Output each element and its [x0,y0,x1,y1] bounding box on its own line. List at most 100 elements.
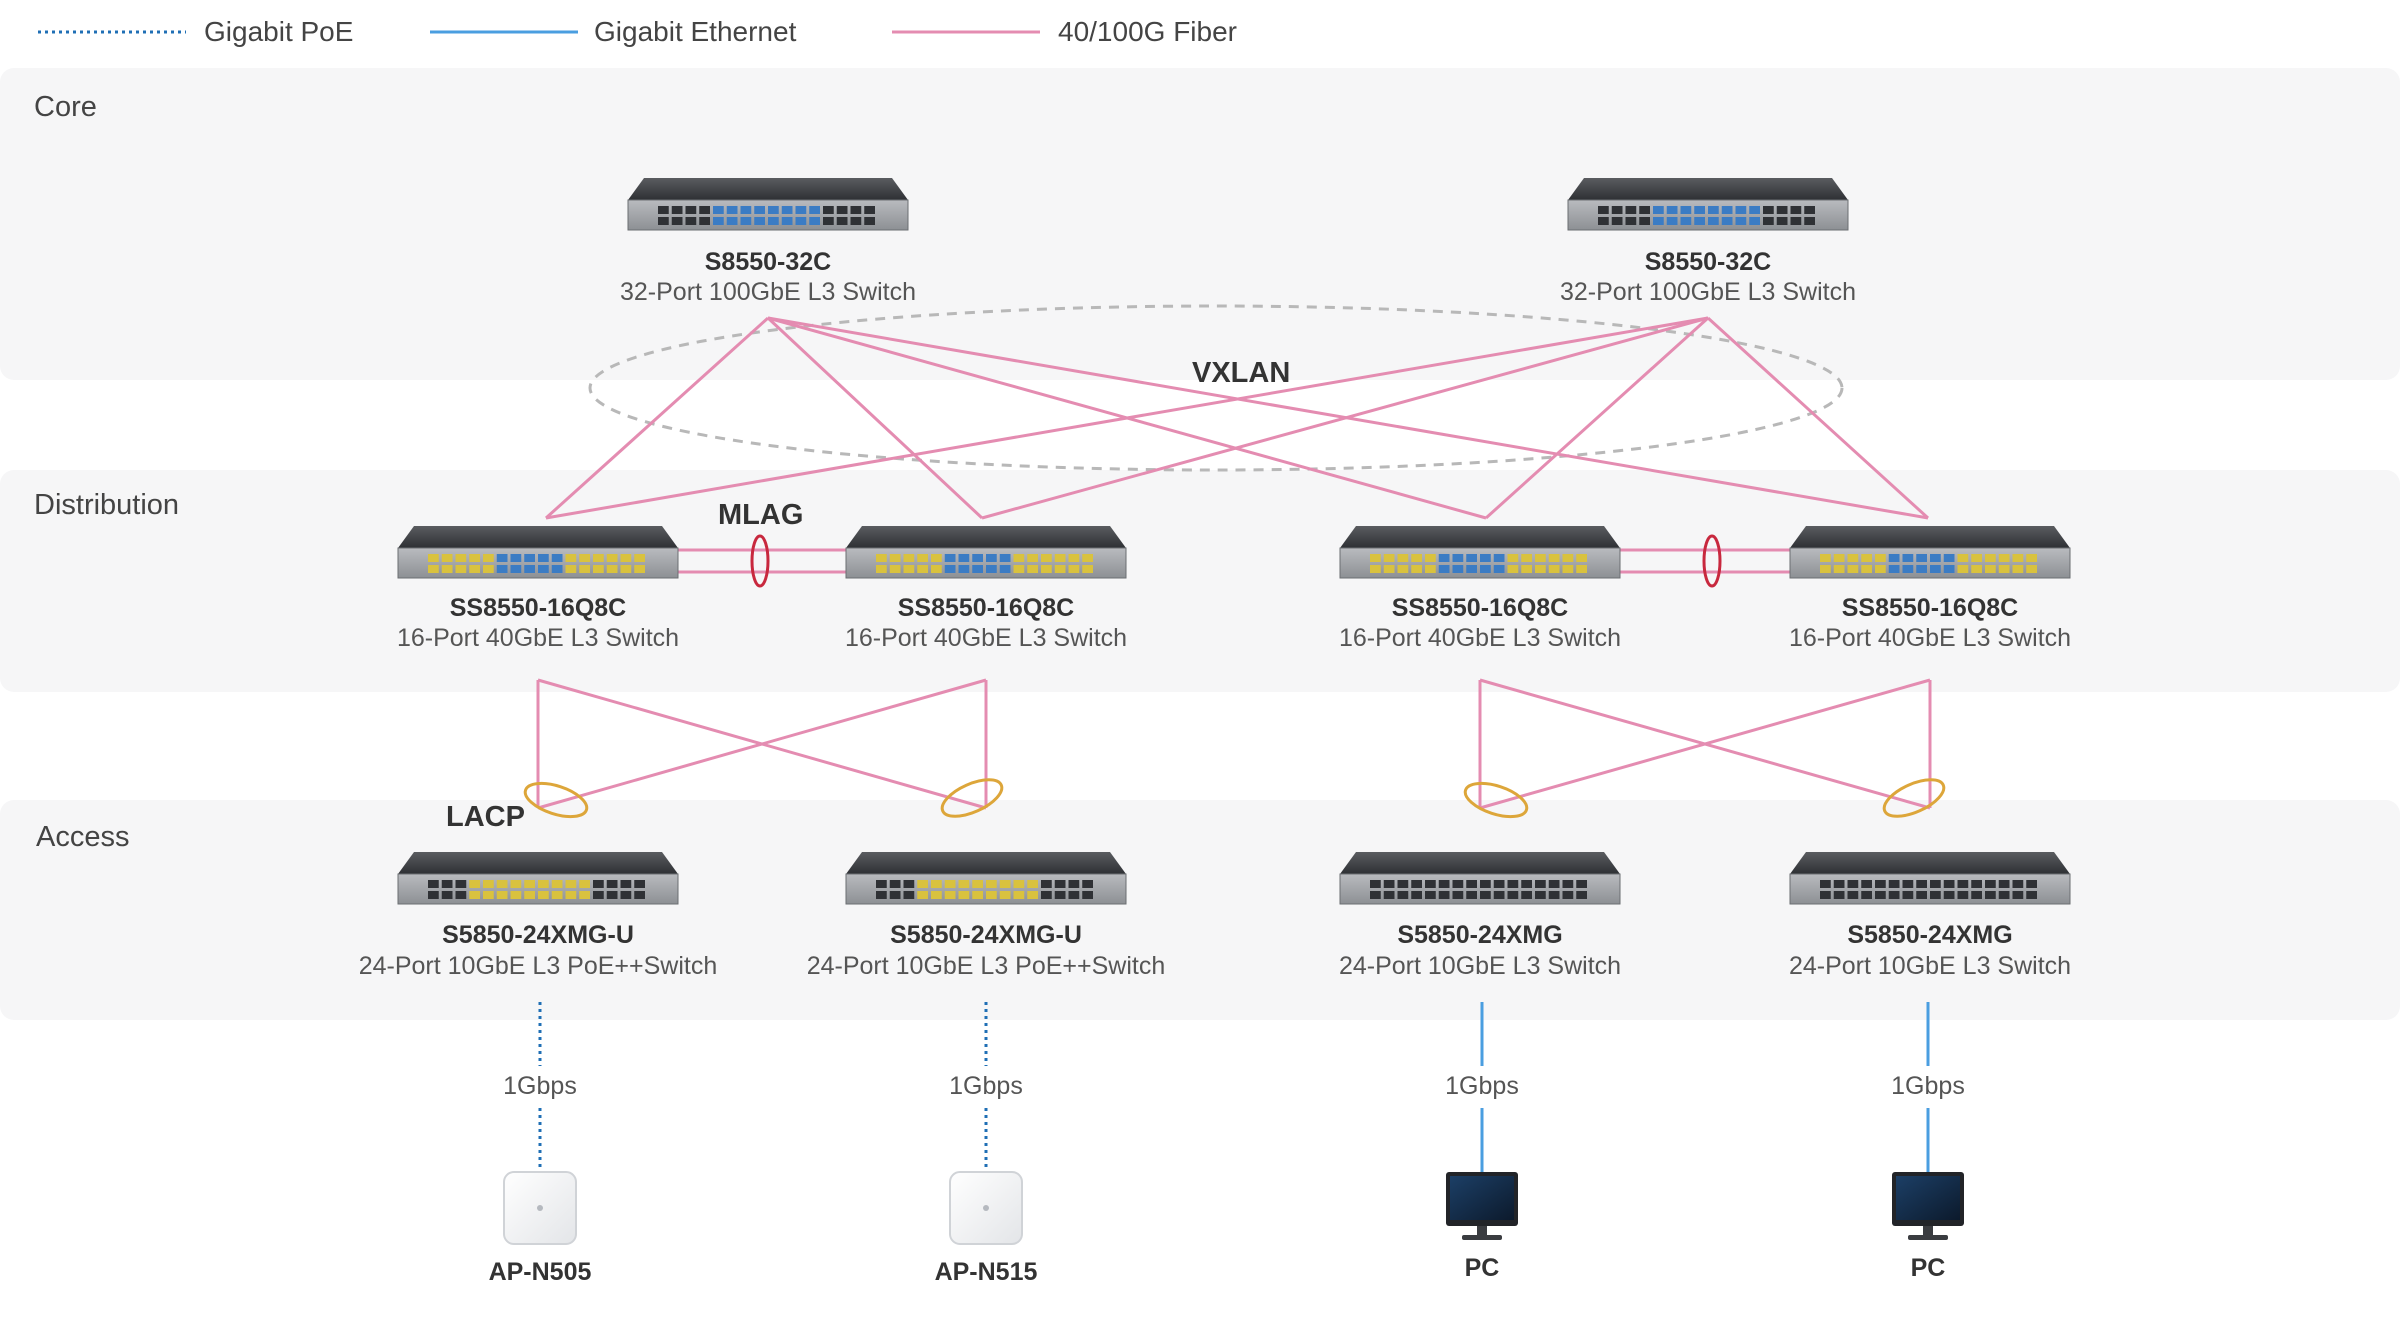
device-name: S5850-24XMG-U [890,921,1082,949]
device-description: 32-Port 100GbE L3 Switch [620,278,916,306]
switch-top-face [398,526,678,548]
link-speed-label: 1Gbps [1445,1072,1519,1100]
switch-top-face [1340,526,1620,548]
vxlan-overlay-ellipse [588,304,1844,472]
switch-ports [876,880,1093,899]
link-speed-label: 1Gbps [1891,1072,1965,1100]
switch-front-panel [397,547,679,579]
monitor-neck [1477,1226,1487,1236]
device-description: 16-Port 40GbE L3 Switch [397,624,679,652]
core-distribution-links [544,316,1930,520]
distribution-switch [845,526,1127,579]
fiber-link [766,316,984,520]
fiber-link [1479,678,1931,810]
endpoint-name: AP-N515 [935,1258,1038,1286]
pc-icon [1892,1172,1964,1240]
access-switch [397,852,679,905]
switch-ports [1820,880,2037,899]
monitor-screen [1450,1176,1514,1220]
switch-top-face [628,178,908,200]
device-name: SS8550-16Q8C [1842,594,2019,622]
legend-item-fiber: 40/100G Fiber [892,16,1237,47]
switch-front-panel [1567,199,1849,231]
distribution-switch [397,526,679,579]
switch-top-face [846,852,1126,874]
legend-item-gigabit-poe: Gigabit PoE [38,16,353,47]
switch-front-panel [1339,873,1621,905]
device-name: S5850-24XMG-U [442,921,634,949]
fiber-link [537,678,987,810]
monitor-stand [1462,1235,1502,1240]
switch-top-face [1340,852,1620,874]
mlag-label: MLAG [718,499,803,531]
switch-front-panel [397,873,679,905]
tier-label-core: Core [34,91,97,123]
switch-top-face [1790,526,2070,548]
access-point-icon [503,1171,577,1245]
fiber-link [1484,316,1710,520]
switch-top-face [1568,178,1848,200]
core-tier-band [0,68,2400,380]
link-speed-label: 1Gbps [503,1072,577,1100]
vxlan-label: VXLAN [1192,357,1290,389]
mlag-peer-links [676,548,1796,574]
access-switch [1789,852,2071,905]
switch-ports [428,880,645,899]
device-description: 32-Port 100GbE L3 Switch [1560,278,1856,306]
device-name: S8550-32C [1645,248,1771,276]
switch-ports [1820,554,2037,573]
switch-ports [1370,880,1587,899]
switch-front-panel [1789,547,2071,579]
distribution-switch [1339,526,1621,579]
lacp-ring [1463,781,1529,819]
switch-front-panel [1339,547,1621,579]
device-description: 24-Port 10GbE L3 Switch [1789,952,2071,980]
core-switch [1567,178,1849,231]
switch-front-panel [627,199,909,231]
switch-ports [658,206,875,225]
switch-top-face [398,852,678,874]
device-description: 24-Port 10GbE L3 PoE++Switch [807,952,1166,980]
access-switch [1339,852,1621,905]
legend: Gigabit PoE Gigabit Ethernet 40/100G Fib… [38,16,1237,47]
distribution-tier-band [0,470,2400,692]
switch-ports [876,554,1093,573]
access-point-led [983,1205,989,1211]
endpoint-name: PC [1911,1254,1946,1282]
legend-item-gigabit-ethernet: Gigabit Ethernet [430,16,797,47]
endpoint-name: AP-N505 [489,1258,592,1286]
legend-label: Gigabit Ethernet [594,16,797,47]
access-tier-band [0,800,2400,1020]
lacp-label: LACP [446,801,525,833]
device-name: S8550-32C [705,248,831,276]
switch-top-face [1790,852,2070,874]
lacp-ring [940,778,1004,818]
device-name: SS8550-16Q8C [898,594,1075,622]
fiber-link [981,316,1709,520]
lacp-ring [523,781,589,819]
mlag-ring [1702,534,1722,588]
legend-label: 40/100G Fiber [1058,16,1237,47]
monitor-neck [1923,1226,1933,1236]
device-name: SS8550-16Q8C [1392,594,1569,622]
switch-front-panel [1789,873,2071,905]
device-description: 16-Port 40GbE L3 Switch [1789,624,2071,652]
monitor-screen [1896,1176,1960,1220]
lacp-ring [1882,778,1946,818]
mlag-ring [750,534,770,588]
endpoint-name: PC [1465,1254,1500,1282]
switch-front-panel [845,547,1127,579]
legend-label: Gigabit PoE [204,16,353,47]
device-description: 24-Port 10GbE L3 PoE++Switch [359,952,718,980]
switch-ports [1598,206,1815,225]
switch-ports [428,554,645,573]
device-name: S5850-24XMG [1397,921,1562,949]
lacp-rings [523,778,1946,819]
monitor-stand [1908,1235,1948,1240]
access-point-icon [949,1171,1023,1245]
device-description: 16-Port 40GbE L3 Switch [1339,624,1621,652]
switch-ports [1370,554,1587,573]
switch-front-panel [845,873,1127,905]
